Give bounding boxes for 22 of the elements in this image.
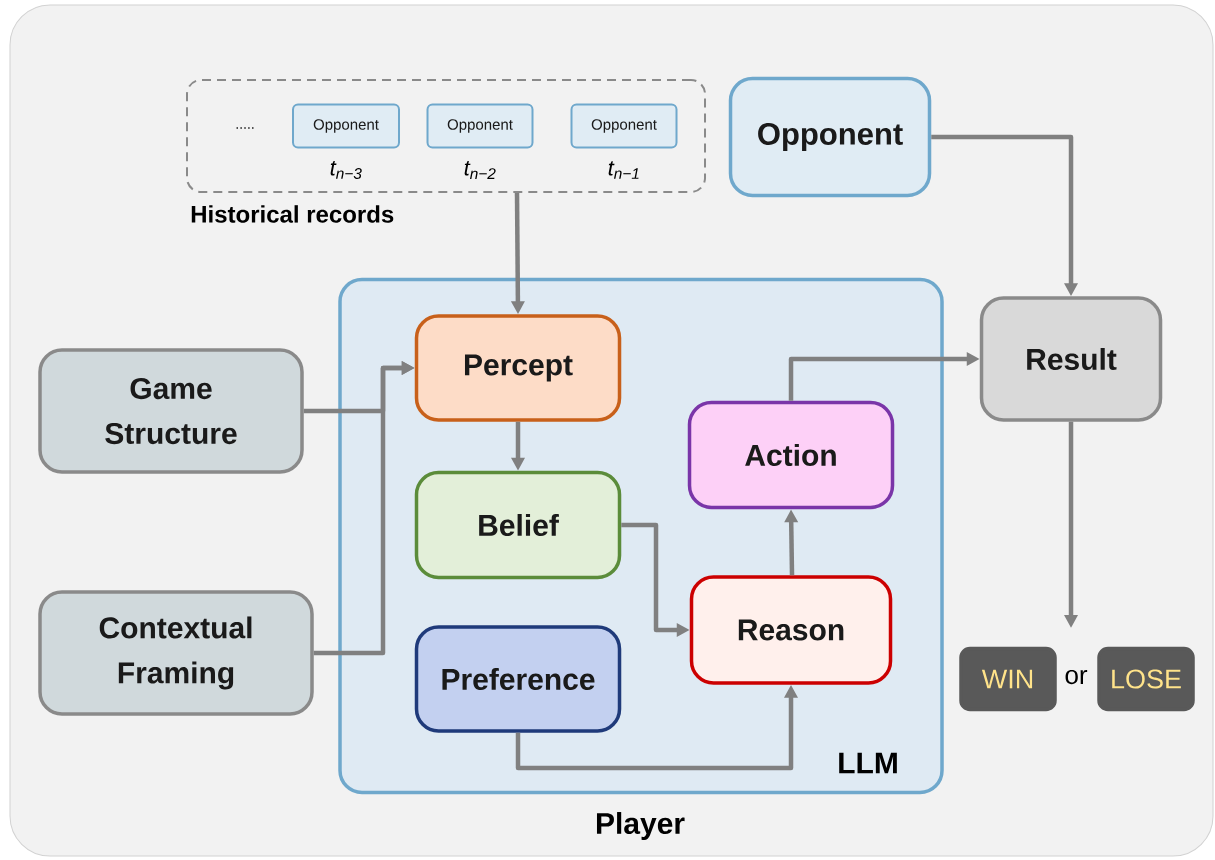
process-box: Belief — [414, 470, 622, 580]
record-box: Opponent — [426, 103, 534, 149]
process-box: Percept — [414, 314, 622, 422]
panel-label: LLM — [839, 752, 897, 774]
text-label: ..... — [236, 127, 254, 129]
record-box: Opponent — [292, 103, 400, 149]
opponent-box: Opponent — [728, 76, 932, 198]
process-box: Preference — [414, 625, 622, 733]
record-box: Opponent — [570, 103, 678, 149]
panel-heading: Player — [597, 812, 685, 840]
text-label: or — [1065, 669, 1088, 685]
outcome-box: WIN — [959, 646, 1057, 712]
process-box: Reason — [689, 575, 893, 685]
input-box: Contextual Framing — [38, 590, 314, 716]
time-label: t$_{n−2}$ — [464, 161, 496, 179]
process-box: Action — [687, 400, 895, 510]
input-box: Game Structure — [38, 348, 304, 474]
group-heading: Historical records — [191, 205, 394, 223]
time-label: t$_{n−1}$ — [608, 161, 639, 179]
time-label: t$_{n−3}$ — [330, 161, 362, 179]
result-box: Result — [979, 296, 1163, 422]
outcome-box: LOSE — [1097, 646, 1195, 712]
